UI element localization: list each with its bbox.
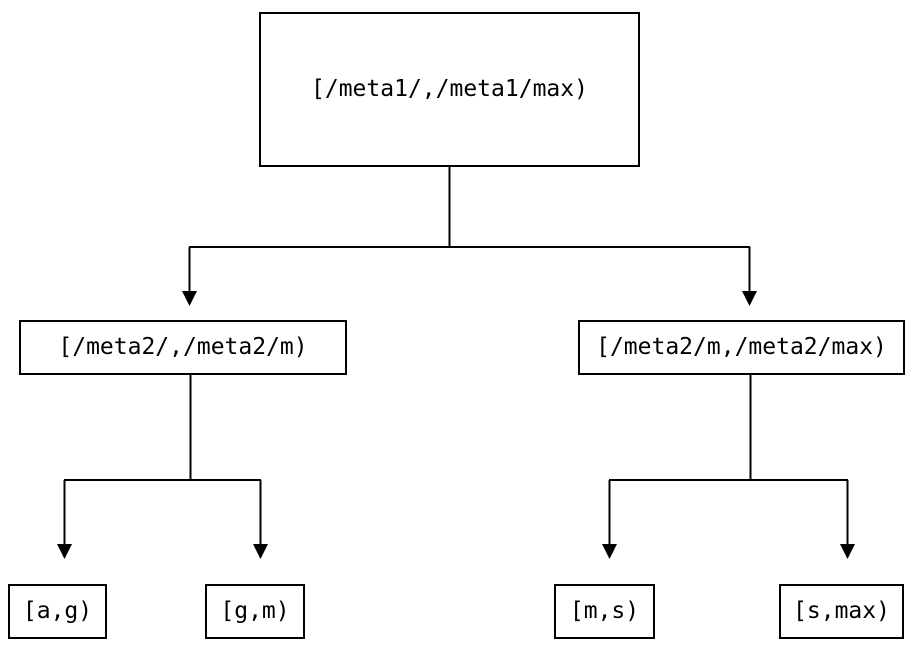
tree-node-leaf-ag-label: [a,g): [22, 598, 93, 624]
tree-node-root[interactable]: [/meta1/,/meta1/max): [259, 12, 640, 167]
tree-node-meta2-high[interactable]: [/meta2/m,/meta2/max): [578, 320, 905, 375]
tree-node-leaf-gm[interactable]: [g,m): [205, 584, 305, 639]
tree-node-meta2-low[interactable]: [/meta2/,/meta2/m): [19, 320, 347, 375]
tree-node-leaf-gm-label: [g,m): [220, 598, 290, 624]
arrowhead-root-to-meta2-high: [742, 291, 757, 306]
tree-node-leaf-smax[interactable]: [s,max): [779, 584, 904, 639]
arrowhead-meta2-low-to-leaf-gm: [253, 544, 268, 559]
arrowhead-meta2-high-to-leaf-ms: [602, 544, 617, 559]
tree-node-leaf-ag[interactable]: [a,g): [8, 584, 107, 639]
arrowhead-meta2-high-to-leaf-smax: [840, 544, 855, 559]
tree-node-leaf-ms[interactable]: [m,s): [554, 584, 655, 639]
tree-node-leaf-ms-label: [m,s): [569, 598, 640, 624]
arrowhead-root-to-meta2-low: [182, 291, 197, 306]
tree-node-leaf-smax-label: [s,max): [793, 598, 890, 624]
tree-node-root-label: [/meta1/,/meta1/max): [311, 76, 588, 102]
tree-node-meta2-high-label: [/meta2/m,/meta2/max): [596, 334, 887, 360]
tree-node-meta2-low-label: [/meta2/,/meta2/m): [58, 334, 308, 360]
arrowhead-meta2-low-to-leaf-ag: [57, 544, 72, 559]
